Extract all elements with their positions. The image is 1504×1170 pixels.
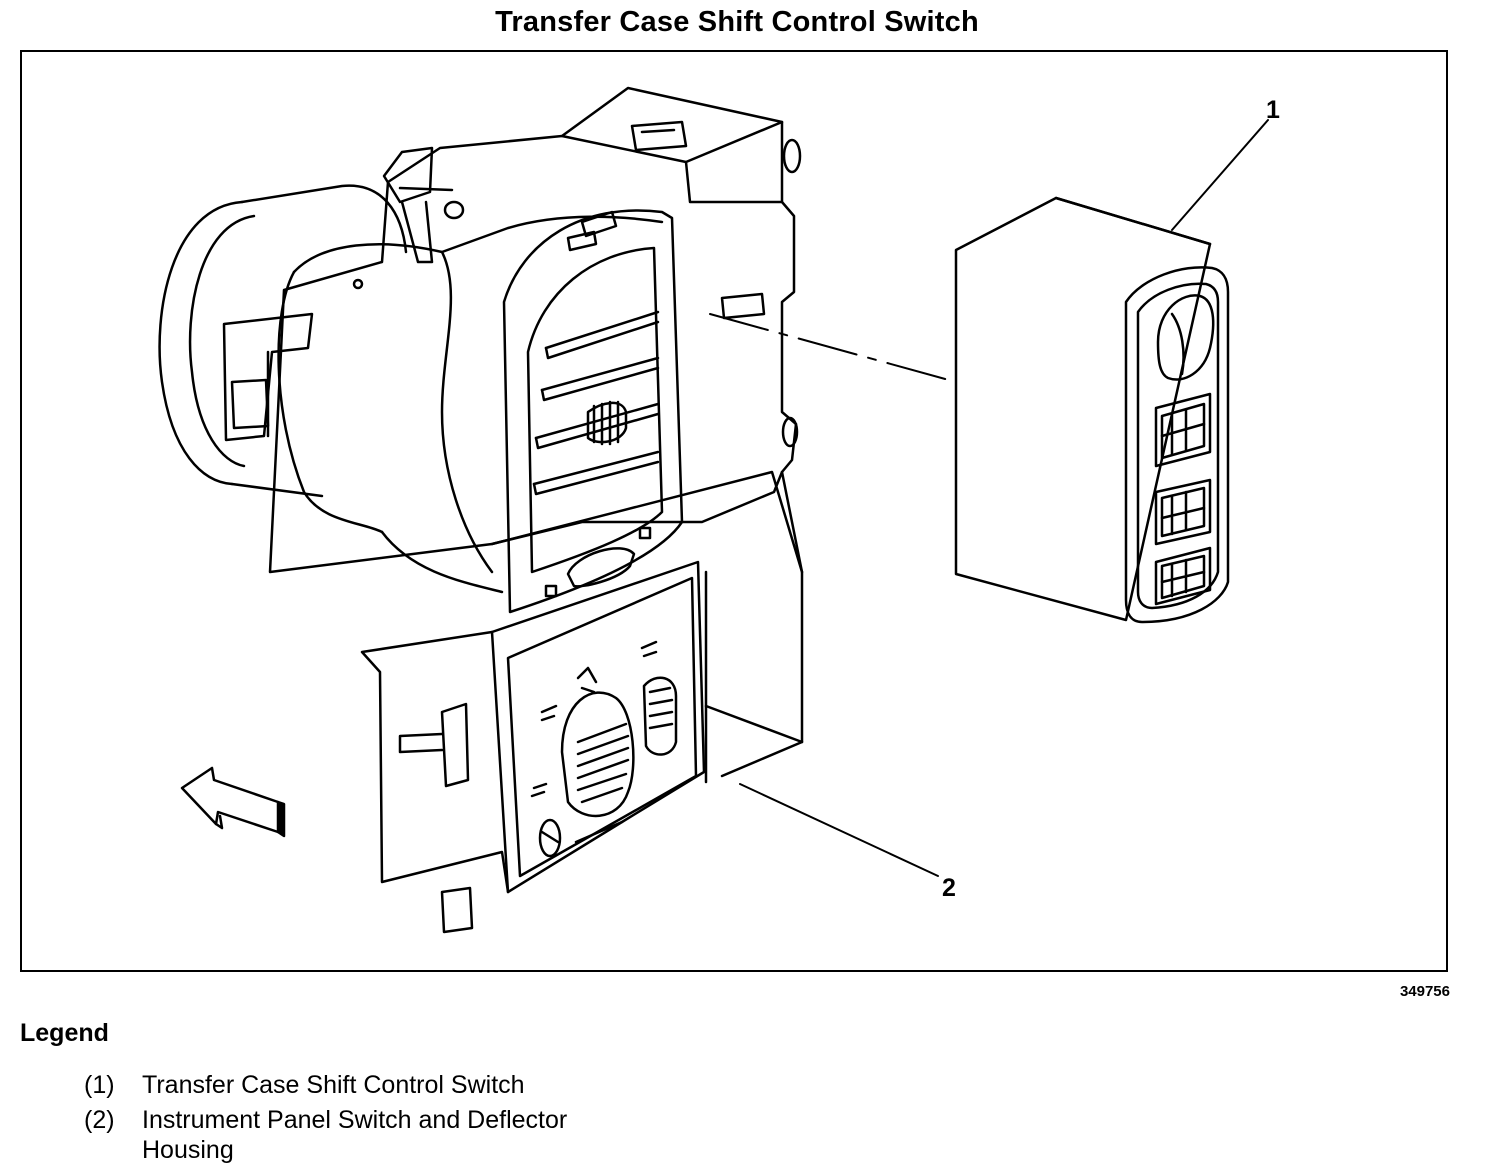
legend-item: (2) Instrument Panel Switch and Deflecto…	[84, 1105, 642, 1165]
switch-button	[1154, 546, 1212, 606]
switch-button	[1154, 478, 1212, 546]
legend-list: (1) Transfer Case Shift Control Switch (…	[84, 1070, 642, 1170]
dimmer-knob	[560, 691, 635, 818]
deflector-housing-assembly	[158, 86, 804, 934]
louver-blade	[534, 402, 660, 440]
callout-1: 1	[1266, 96, 1280, 124]
switch-indicator	[1156, 294, 1215, 381]
figure-number: 349756	[1399, 983, 1450, 1000]
duct-inlet	[158, 200, 244, 486]
arrow-left-icon	[180, 766, 286, 838]
rear-bracket	[268, 86, 798, 574]
legend-heading: Legend	[20, 1019, 109, 1047]
headlamp-switch-panel	[360, 560, 706, 894]
alignment-centerline	[709, 313, 957, 383]
legend-item-number: (2)	[84, 1106, 115, 1134]
switch-button	[1154, 392, 1212, 468]
leader-line-2	[739, 783, 939, 877]
illustration-frame: 1 2	[20, 50, 1448, 972]
housing-pocket	[490, 470, 804, 778]
louver-blade	[544, 310, 660, 350]
switch-body	[954, 196, 1212, 622]
legend-item-number: (1)	[84, 1071, 115, 1099]
vent-barrel	[292, 215, 664, 274]
diagram-title: Transfer Case Shift Control Switch	[495, 6, 979, 38]
switch-bezel	[1124, 266, 1230, 624]
leader-line-1	[1171, 119, 1269, 231]
legend-item-text: Transfer Case Shift Control Switch	[142, 1071, 525, 1099]
callout-2: 2	[942, 874, 956, 902]
louver-blade	[540, 356, 660, 392]
exploded-view-illustration	[158, 86, 1269, 934]
legend-item: (1) Transfer Case Shift Control Switch	[84, 1070, 642, 1100]
transfer-case-switch-assembly	[954, 196, 1230, 624]
louver-blade	[532, 450, 660, 486]
legend-item-text: Instrument Panel Switch and Deflector Ho…	[142, 1106, 568, 1164]
